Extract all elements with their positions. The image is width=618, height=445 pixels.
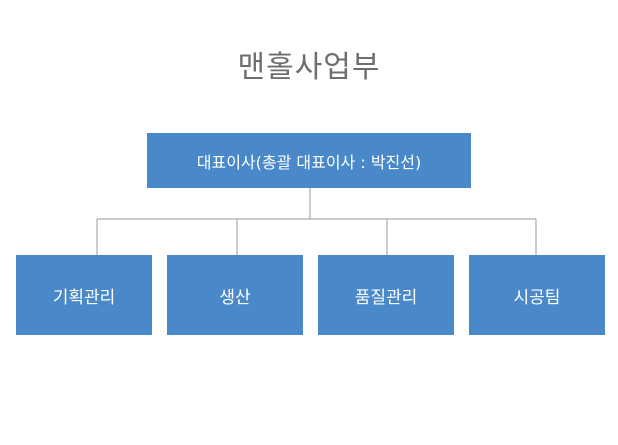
dept-box-production: 생산 [167,255,303,335]
ceo-label: 대표이사(총괄 대표이사 : 박진선) [196,152,422,172]
dept-label: 시공팀 [513,287,561,308]
dept-box-planning: 기획관리 [16,255,152,335]
dept-label: 생산 [219,287,251,308]
dept-box-quality: 품질관리 [318,255,454,335]
page-title: 맨홀사업부 [237,50,381,85]
dept-box-construction: 시공팀 [469,255,605,335]
ceo-box: 대표이사(총괄 대표이사 : 박진선) [147,133,471,188]
dept-label: 품질관리 [354,287,418,308]
dept-label: 기획관리 [52,287,116,308]
